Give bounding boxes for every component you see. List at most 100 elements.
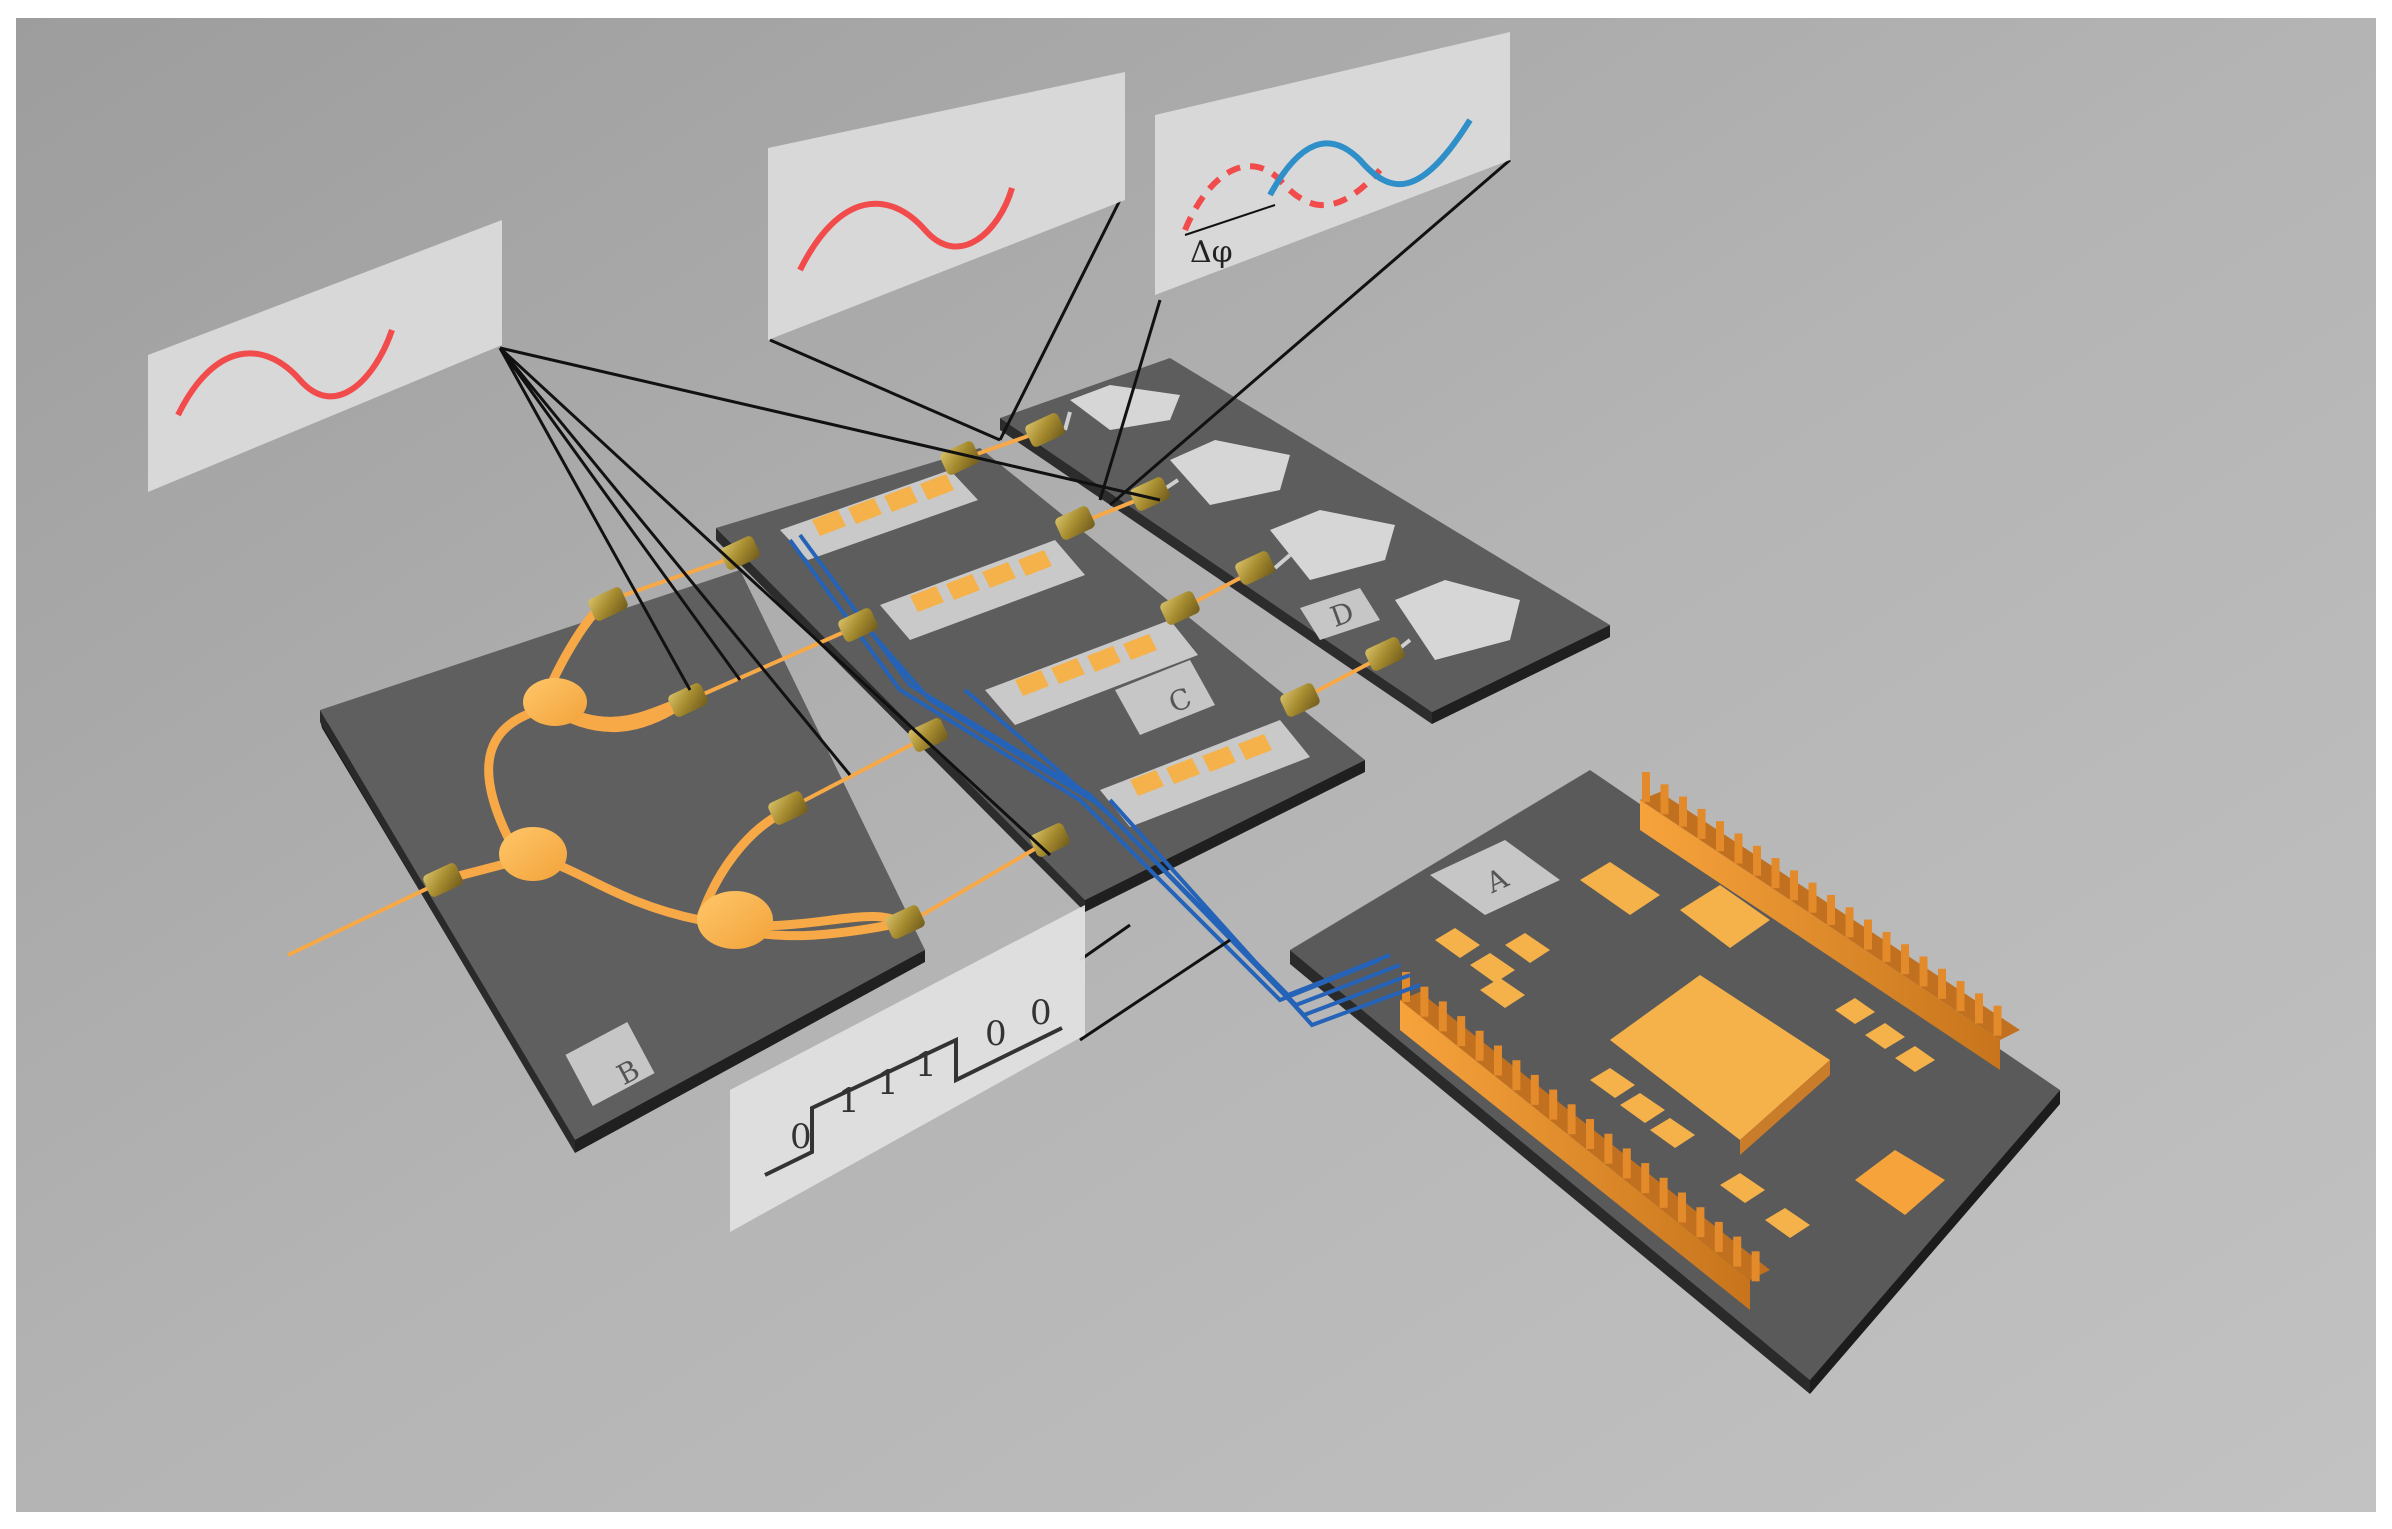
phase-label: Δφ <box>1190 235 1233 270</box>
chip-small-1 <box>1680 885 1770 948</box>
splitter-3 <box>697 891 773 949</box>
fiber-connector <box>768 791 808 825</box>
header-pin <box>1734 833 1743 864</box>
modulator-4 <box>1100 720 1310 827</box>
header-pin <box>1716 821 1724 852</box>
header-pin <box>1993 1005 2002 1036</box>
board-d: D <box>1000 358 1610 724</box>
header-pin <box>1771 858 1780 889</box>
pointer-lines <box>498 158 1511 1042</box>
fiber-connector <box>1030 823 1070 857</box>
header-pin <box>1438 1001 1447 1032</box>
header-pin <box>1679 796 1687 827</box>
control-bus <box>788 533 1421 1028</box>
fiber-connector <box>1280 683 1320 717</box>
input-fiber <box>287 878 446 957</box>
main-chip <box>1610 975 1830 1140</box>
modulator-1 <box>780 470 978 560</box>
bit-label: 0 <box>1030 993 1052 1033</box>
header-pin <box>1567 1104 1576 1135</box>
header-pin <box>1827 895 1835 925</box>
header-pin <box>1864 919 1872 950</box>
header-pin <box>1457 1016 1466 1047</box>
fiber-connector <box>908 718 948 752</box>
fiber-connector <box>838 608 878 642</box>
header-pin <box>1975 993 1983 1024</box>
header-pin <box>1586 1119 1594 1149</box>
label-box-a <box>1430 840 1560 915</box>
header-pin <box>1882 931 1891 962</box>
splitter-1 <box>523 678 587 726</box>
inset-b-input <box>148 220 502 492</box>
header-pin <box>1901 944 1909 975</box>
board-c: C <box>716 448 1365 912</box>
bit-label: 1 <box>915 1045 937 1085</box>
header-pin <box>1714 1221 1723 1252</box>
wave-icon <box>175 329 395 417</box>
modulator-2 <box>880 540 1085 640</box>
header-pin <box>1751 1251 1760 1282</box>
header-pin <box>1697 808 1706 839</box>
detector-3 <box>1270 510 1395 580</box>
bit-label: 0 <box>985 1014 1007 1054</box>
blue-wave-icon <box>1267 118 1473 197</box>
fiber-connector <box>1025 413 1065 447</box>
inset-c-input <box>768 72 1125 340</box>
crystal <box>1855 1150 1945 1215</box>
splitter-2 <box>499 827 567 881</box>
label-box-b <box>565 1021 655 1107</box>
header-pin <box>1530 1074 1539 1105</box>
pin-header-bottom <box>1400 992 1770 1310</box>
detector-4 <box>1395 580 1520 660</box>
header-pin <box>1808 882 1817 913</box>
fiber-connector <box>885 905 925 939</box>
bit-label: 0 <box>790 1117 812 1157</box>
header-pin <box>1753 845 1761 876</box>
chip-small-2 <box>1580 862 1660 915</box>
wave-icon-2 <box>797 187 1015 272</box>
header-pin <box>1475 1030 1484 1061</box>
header-pin <box>1604 1133 1613 1164</box>
header-pin <box>1845 907 1854 938</box>
fiber-connector <box>1365 637 1405 671</box>
header-pin <box>1549 1089 1558 1120</box>
header-pin <box>1938 968 1946 999</box>
bitstream-waveform <box>764 1026 1063 1177</box>
header-pin <box>1790 870 1798 901</box>
bit-label: 1 <box>838 1081 860 1121</box>
header-pin <box>1641 1163 1650 1194</box>
board-b: B <box>320 570 925 1153</box>
header-pin <box>1956 981 1965 1012</box>
fiber-connector <box>668 683 708 717</box>
fiber-connector <box>1130 477 1170 511</box>
header-pin <box>1402 972 1410 1002</box>
fiber-connector <box>1235 551 1275 585</box>
label-box-d <box>1300 588 1380 640</box>
header-pin <box>1642 772 1650 802</box>
header-pin <box>1494 1045 1502 1076</box>
header-pin <box>1696 1207 1705 1238</box>
board-a: A <box>1290 770 2060 1394</box>
header-pin <box>1678 1192 1686 1223</box>
header-pin <box>1420 986 1429 1017</box>
fiber-connector <box>940 441 980 475</box>
header-pin <box>1659 1177 1668 1208</box>
header-pin <box>1660 784 1669 815</box>
inset-d-phase: Δφ <box>1155 32 1510 295</box>
header-pin <box>1733 1236 1742 1267</box>
fiber-connector <box>1160 591 1200 625</box>
fiber-connector <box>588 587 628 621</box>
bit-label: 1 <box>877 1063 899 1103</box>
header-pin <box>1512 1060 1521 1091</box>
fiber-connector <box>1055 506 1095 540</box>
header-pin <box>1622 1148 1631 1179</box>
label-box-c <box>1115 660 1215 735</box>
detector-2 <box>1170 440 1290 505</box>
header-pin <box>1919 956 1928 987</box>
connectors <box>423 413 1405 939</box>
fiber-connector <box>423 863 463 897</box>
modulator-3 <box>985 620 1198 725</box>
